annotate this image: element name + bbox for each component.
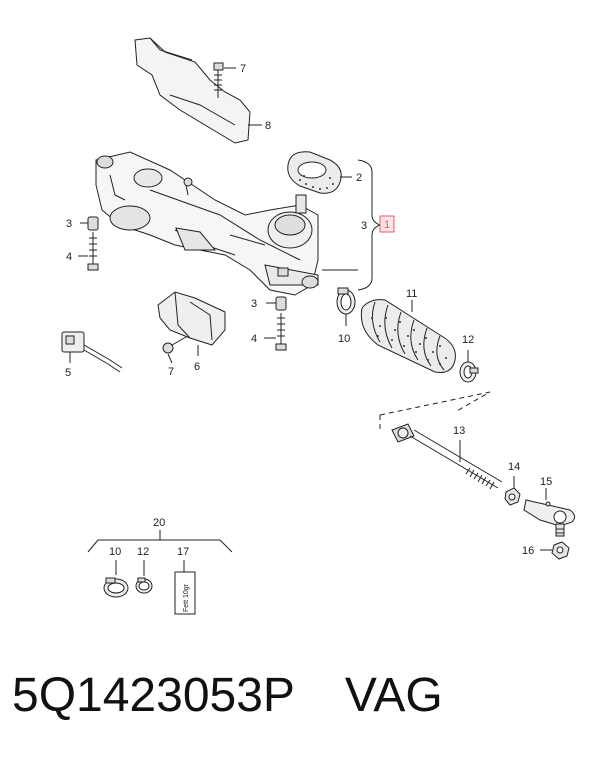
callout-6: 6 <box>194 361 200 373</box>
grease-packet-17 <box>174 560 196 615</box>
callout-1: 1 <box>384 219 390 231</box>
callout-14: 14 <box>508 461 520 473</box>
callout-15: 15 <box>540 476 552 488</box>
bolt-part-3-left <box>80 216 99 231</box>
callout-kit-17: 17 <box>177 546 189 558</box>
callout-2: 2 <box>356 172 362 184</box>
kit-clamp-12 <box>135 560 153 594</box>
callout-10: 10 <box>338 333 350 345</box>
heat-shield-part-8 <box>134 37 262 144</box>
callout-kit-10: 10 <box>109 546 121 558</box>
exploded-view-dashed-line <box>379 391 491 432</box>
callout-7-top: 7 <box>240 63 246 75</box>
clamp-part-10 <box>336 287 356 326</box>
bolt-part-4-mid <box>264 313 287 351</box>
grease-label: Fett 10gr <box>183 583 190 612</box>
bolt-part-3-mid <box>266 296 287 311</box>
callout-13: 13 <box>453 425 465 437</box>
bolt-part-7-low <box>162 336 187 364</box>
highlight-box-1 <box>379 215 395 233</box>
clamp-part-12 <box>459 350 479 383</box>
callout-8: 8 <box>265 120 271 132</box>
bolt-part-4-left <box>78 232 99 271</box>
callout-3-left: 3 <box>66 218 72 230</box>
callout-kit-12: 12 <box>137 546 149 558</box>
tie-rod-part-13 <box>391 423 503 490</box>
callout-11: 11 <box>406 288 417 300</box>
part-number: 5Q1423053P <box>12 669 295 722</box>
callout-3-bracket: 3 <box>361 220 367 232</box>
callout-5: 5 <box>65 367 71 379</box>
callout-16: 16 <box>522 545 534 557</box>
exploded-parts-diagram: 7 8 2 3 3 4 3 4 5 6 7 10 11 12 13 14 15 … <box>61 37 576 615</box>
callout-4-mid: 4 <box>251 333 257 345</box>
callout-7-low: 7 <box>168 366 174 378</box>
callout-12: 12 <box>462 334 474 346</box>
caption: 5Q1423053P VAG <box>12 668 592 748</box>
wiring-connector-part-5 <box>61 331 123 373</box>
nut-part-16 <box>540 541 570 560</box>
lock-nut-part-14 <box>504 476 521 506</box>
repair-kit-bracket-part-20 <box>87 530 233 553</box>
tie-rod-end-part-15 <box>523 488 576 537</box>
callout-4-left: 4 <box>66 251 72 263</box>
callout-20: 20 <box>153 517 165 529</box>
kit-clamp-10 <box>103 560 129 598</box>
cover-part-6 <box>157 291 226 356</box>
mount-bushing-part-2 <box>287 151 352 194</box>
steering-rack-part-1 <box>95 151 319 296</box>
bolt-part-7-top <box>213 62 236 98</box>
brand-name: VAG <box>344 669 443 722</box>
callout-3-mid: 3 <box>251 298 257 310</box>
bellows-boot-part-11 <box>360 299 456 373</box>
